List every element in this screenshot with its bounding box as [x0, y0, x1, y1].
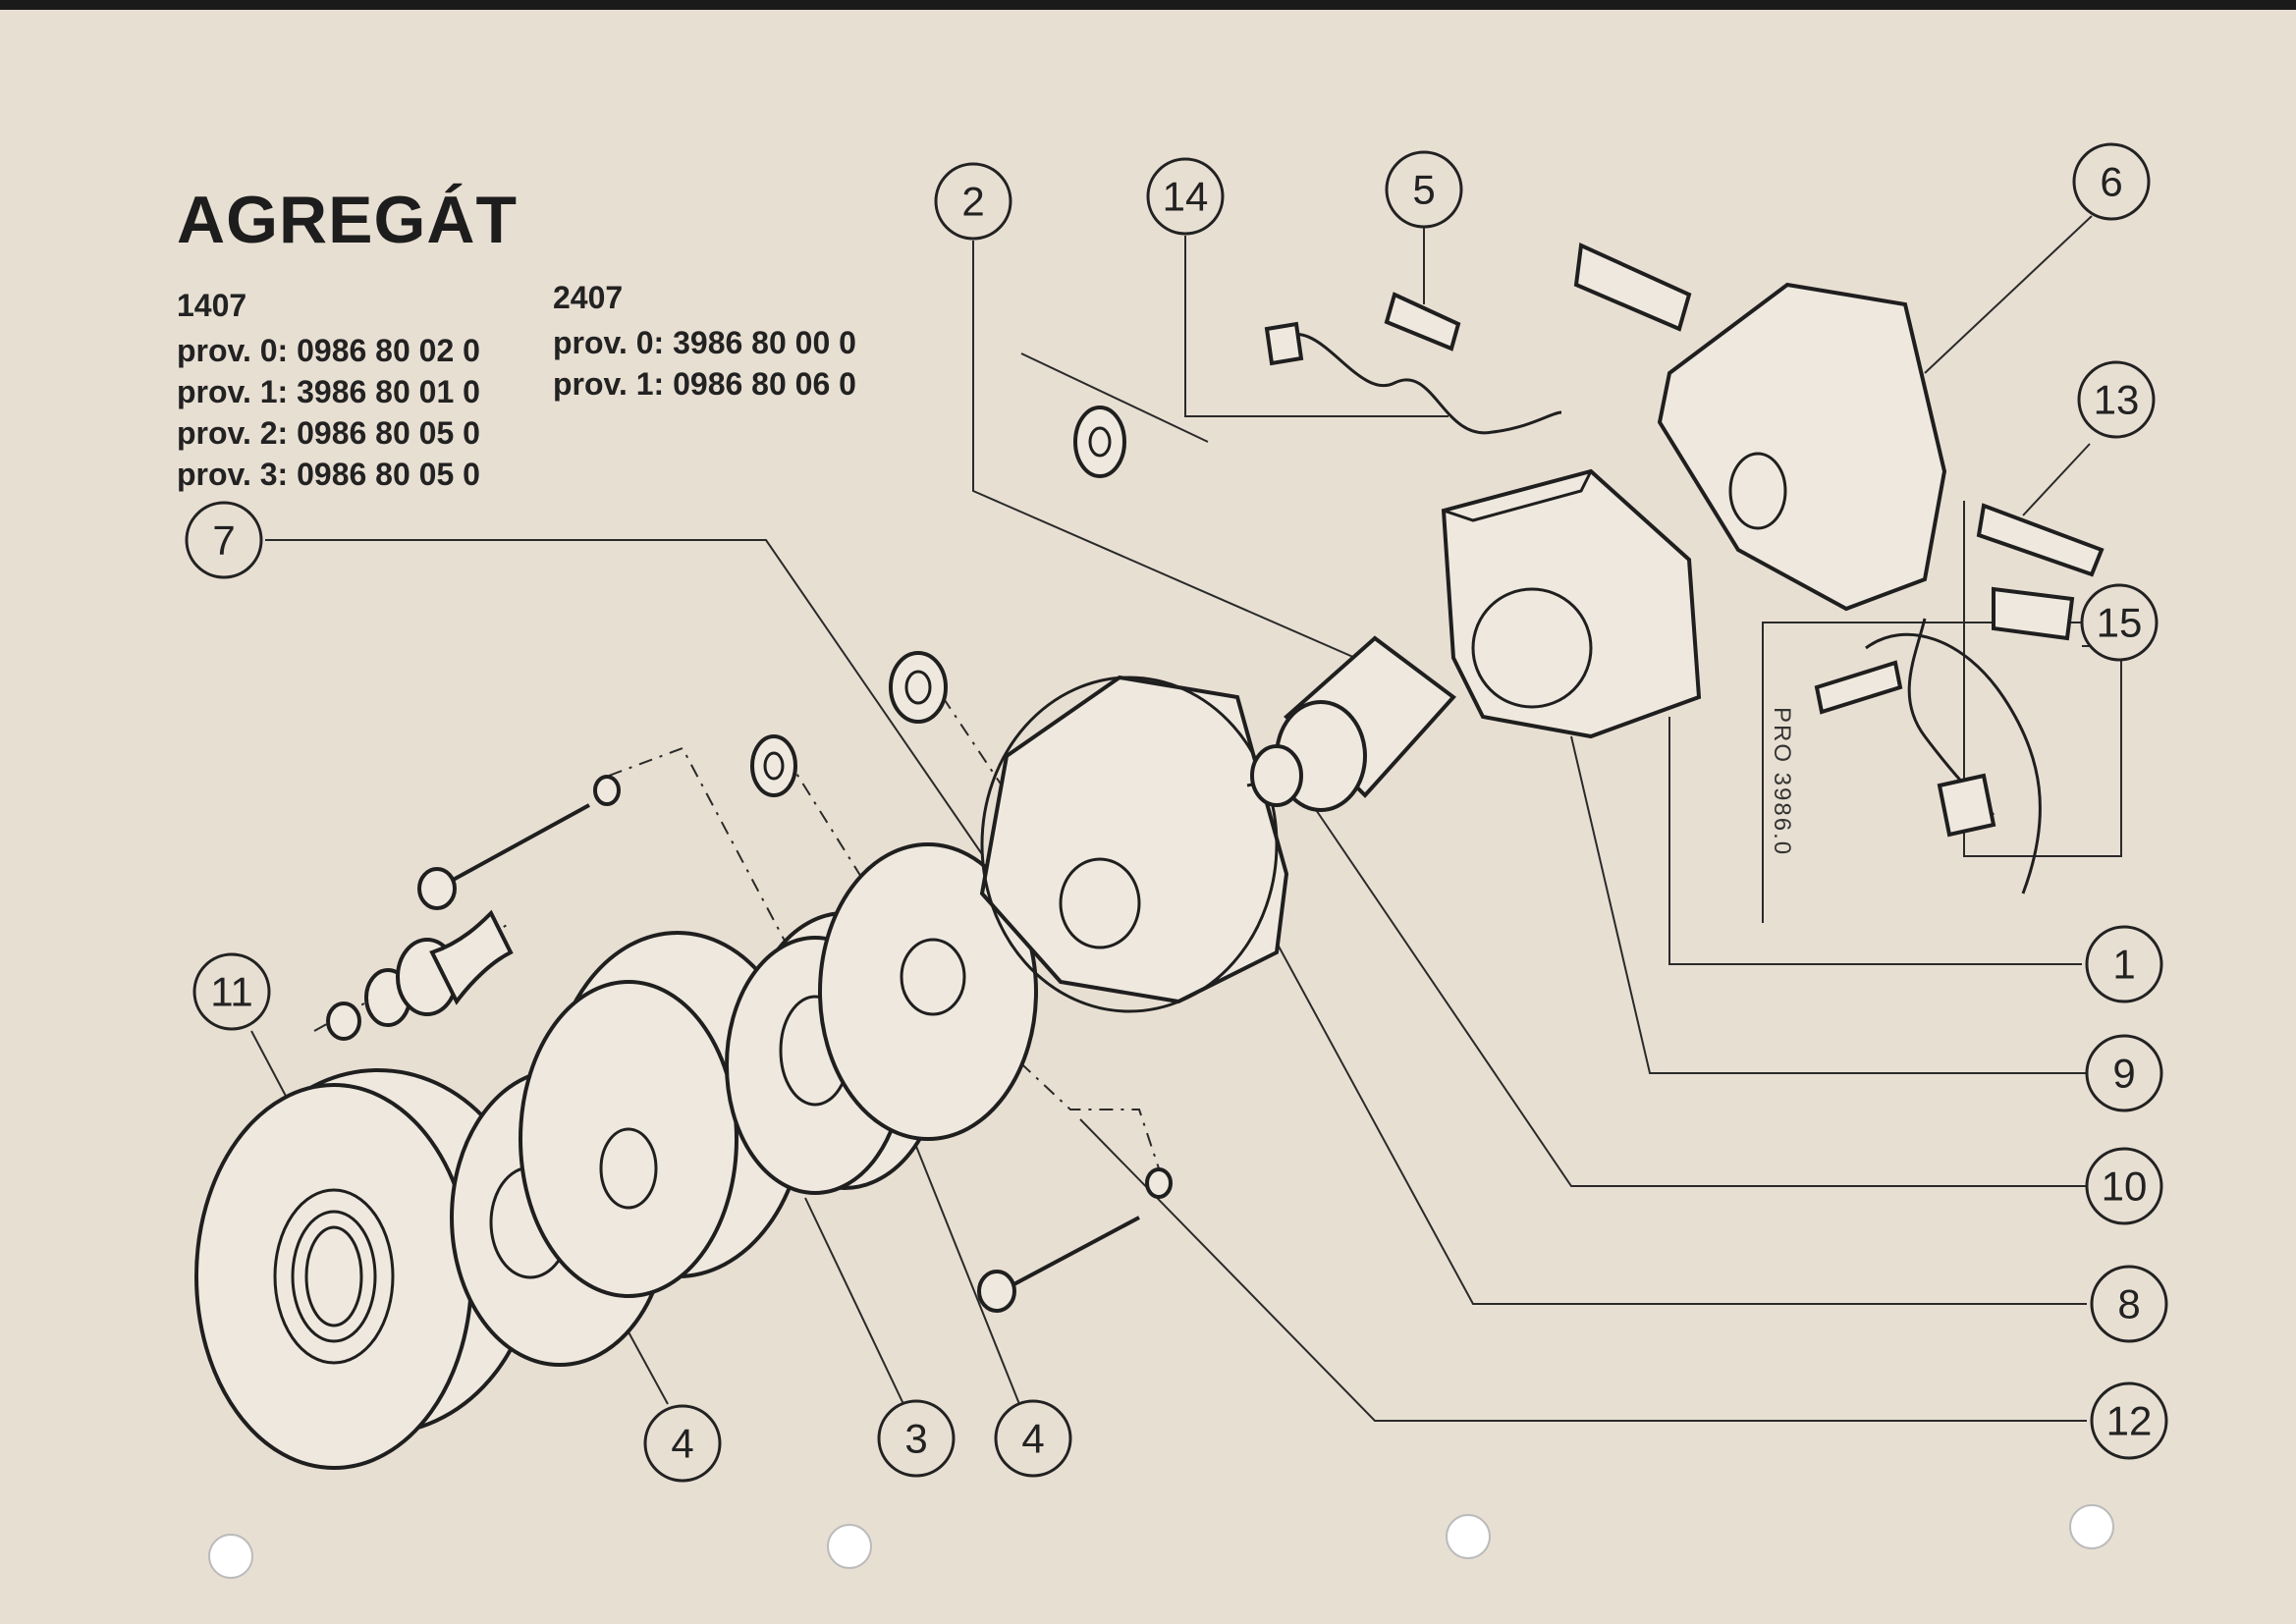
callout-4-left: 4 [643, 1404, 722, 1483]
callout-7: 7 [185, 501, 263, 579]
variant-line: prov. 1: 0986 80 06 0 [553, 366, 856, 402]
variant-group-2407: 2407 prov. 0: 3986 80 00 0 prov. 1: 0986… [553, 277, 856, 405]
impeller-housing-wheel [194, 1068, 537, 1470]
callout-10: 10 [2085, 1147, 2163, 1225]
svg-text:3: 3 [904, 1416, 927, 1462]
callout-5: 5 [1385, 150, 1463, 229]
callout-8: 8 [2090, 1265, 2168, 1343]
svg-text:6: 6 [2100, 159, 2122, 205]
stator [1441, 468, 1702, 739]
callout-13: 13 [2077, 360, 2156, 439]
variant-line: prov. 1: 3986 80 01 0 [177, 374, 480, 409]
manual-page: 2 14 5 6 13 7 15 1 11 9 10 8 12 4 3 4 AG… [0, 10, 2296, 1624]
variant-line: prov. 0: 0986 80 02 0 [177, 333, 480, 368]
callout-14: 14 [1146, 157, 1225, 236]
bolts [417, 775, 1173, 1313]
callout-6: 6 [2072, 142, 2151, 221]
svg-text:10: 10 [2102, 1164, 2148, 1210]
callout-4-right: 4 [994, 1399, 1072, 1478]
variant-line: prov. 0: 3986 80 00 0 [553, 325, 856, 360]
svg-text:13: 13 [2094, 377, 2140, 423]
svg-text:4: 4 [671, 1421, 693, 1467]
variant-model: 2407 [553, 280, 624, 315]
svg-text:8: 8 [2117, 1281, 2140, 1327]
callout-11: 11 [192, 952, 271, 1031]
svg-text:14: 14 [1163, 174, 1209, 220]
punch-holes [208, 1504, 2114, 1579]
svg-text:12: 12 [2106, 1398, 2153, 1444]
armature [1246, 635, 1456, 812]
variant-line: prov. 3: 0986 80 05 0 [177, 457, 480, 492]
brush-holder-assembly [979, 675, 1289, 1013]
svg-text:2: 2 [961, 179, 984, 225]
callout-12: 12 [2090, 1381, 2168, 1460]
carbon-brushes [1384, 243, 2105, 577]
bearings-and-washers [326, 406, 1126, 1041]
svg-text:1: 1 [2112, 942, 2135, 988]
variant-group-1407: 1407 prov. 0: 0986 80 02 0 prov. 1: 3986… [177, 285, 480, 495]
callout-1: 1 [2085, 925, 2163, 1003]
callout-15: 15 [2080, 583, 2159, 662]
variant-model: 1407 [177, 288, 247, 323]
page-title: AGREGÁT [177, 183, 518, 257]
callout-2: 2 [934, 162, 1012, 241]
svg-text:11: 11 [210, 969, 253, 1015]
svg-text:9: 9 [2112, 1051, 2135, 1097]
callouts: 2 14 5 6 13 7 15 1 11 9 10 8 12 4 3 4 [185, 142, 2168, 1483]
reference-code: PRO 3986.0 [1769, 707, 1795, 857]
variant-line: prov. 2: 0986 80 05 0 [177, 415, 480, 451]
callout-3: 3 [877, 1399, 956, 1478]
exploded-diagram: 2 14 5 6 13 7 15 1 11 9 10 8 12 4 3 4 [185, 142, 2168, 1579]
impeller-stack [450, 842, 1038, 1367]
svg-text:5: 5 [1412, 167, 1435, 213]
callout-9: 9 [2085, 1034, 2163, 1112]
svg-text:4: 4 [1021, 1416, 1044, 1462]
svg-text:15: 15 [2097, 600, 2143, 646]
wiring-harness [1264, 321, 2075, 894]
end-shield [1657, 282, 1947, 612]
svg-text:7: 7 [212, 517, 235, 564]
